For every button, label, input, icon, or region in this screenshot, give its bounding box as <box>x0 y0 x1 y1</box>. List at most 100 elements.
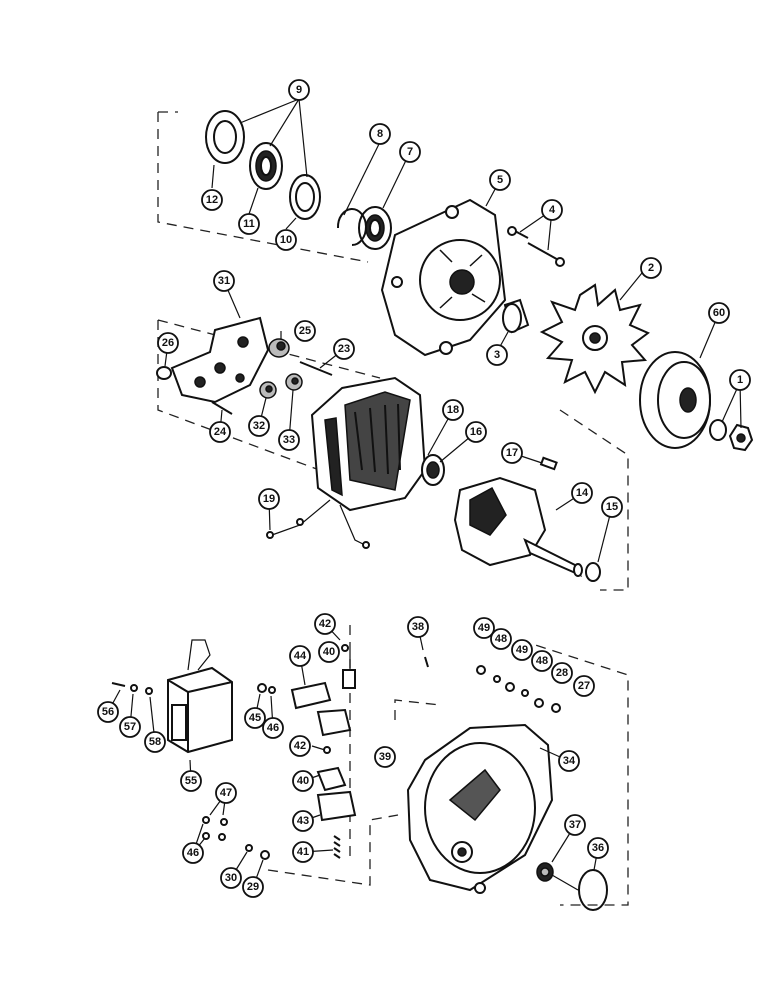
svg-text:26: 26 <box>162 337 174 349</box>
callout-58: 58 <box>144 731 166 753</box>
svg-text:31: 31 <box>218 275 230 287</box>
svg-text:41: 41 <box>297 846 309 858</box>
callout-42: 42 <box>289 735 311 757</box>
svg-text:7: 7 <box>407 146 413 158</box>
fan-2 <box>539 283 650 395</box>
callout-27: 27 <box>573 675 595 697</box>
svg-text:18: 18 <box>447 404 459 416</box>
svg-text:57: 57 <box>124 721 136 733</box>
callout-24: 24 <box>209 421 231 443</box>
svg-text:32: 32 <box>253 420 265 432</box>
callout-34: 34 <box>558 750 580 772</box>
svg-text:24: 24 <box>214 426 227 438</box>
svg-text:38: 38 <box>412 621 424 633</box>
svg-text:48: 48 <box>495 633 507 645</box>
screw-23 <box>299 361 333 376</box>
callout-3: 3 <box>486 344 508 366</box>
callout-8: 8 <box>369 123 391 145</box>
callout-37: 37 <box>564 814 586 836</box>
callout-1: 1 <box>729 369 751 391</box>
callout-10: 10 <box>275 229 297 251</box>
callout-5: 5 <box>489 169 511 191</box>
callout-9: 9 <box>288 79 310 101</box>
svg-text:19: 19 <box>263 493 275 505</box>
svg-text:16: 16 <box>470 426 482 438</box>
callout-55: 55 <box>180 770 202 792</box>
drive-end-frame <box>380 198 507 357</box>
svg-text:15: 15 <box>606 501 618 513</box>
washer-10 <box>289 174 321 220</box>
callout-32: 32 <box>248 415 270 437</box>
callout-49: 49 <box>511 639 533 661</box>
callout-38: 38 <box>407 616 429 638</box>
callout-47: 47 <box>215 782 237 804</box>
svg-text:40: 40 <box>323 646 335 658</box>
diodes <box>259 338 303 399</box>
stator <box>266 376 427 549</box>
bearing-16 <box>421 454 445 486</box>
callout-33: 33 <box>278 429 300 451</box>
callout-40: 40 <box>318 641 340 663</box>
svg-text:10: 10 <box>280 234 292 246</box>
end-frame-outline <box>267 625 629 906</box>
svg-text:23: 23 <box>338 343 350 355</box>
callout-26: 26 <box>157 332 179 354</box>
callout-19: 19 <box>258 488 280 510</box>
callout-48: 48 <box>531 650 553 672</box>
svg-text:14: 14 <box>576 487 589 499</box>
slip-ring-end-frame-34 <box>406 723 554 894</box>
svg-text:43: 43 <box>297 815 309 827</box>
callout-14: 14 <box>571 482 593 504</box>
spacer-3 <box>502 298 530 334</box>
callout-56: 56 <box>97 701 119 723</box>
callout-31: 31 <box>213 270 235 292</box>
callout-40: 40 <box>292 770 314 792</box>
svg-text:17: 17 <box>506 447 518 459</box>
callout-46: 46 <box>182 842 204 864</box>
svg-text:27: 27 <box>578 680 590 692</box>
pulley-60 <box>639 351 711 449</box>
regulator-55 <box>167 639 233 754</box>
callout-57: 57 <box>119 716 141 738</box>
callout-49: 49 <box>473 617 495 639</box>
callout-25: 25 <box>294 320 316 342</box>
callout-4: 4 <box>541 199 563 221</box>
callout-39: 39 <box>374 746 396 768</box>
svg-text:25: 25 <box>299 325 311 337</box>
callout-42: 42 <box>314 613 336 635</box>
callout-18: 18 <box>442 399 464 421</box>
svg-text:42: 42 <box>294 740 306 752</box>
svg-text:37: 37 <box>569 819 581 831</box>
svg-text:34: 34 <box>563 755 576 767</box>
svg-text:49: 49 <box>516 644 528 656</box>
callout-48: 48 <box>490 628 512 650</box>
rectifier-plate-31 <box>170 316 270 404</box>
svg-text:46: 46 <box>267 722 279 734</box>
callout-36: 36 <box>587 837 609 859</box>
o-ring-36 <box>578 869 608 911</box>
svg-text:47: 47 <box>220 787 232 799</box>
svg-text:4: 4 <box>549 204 556 216</box>
screw-24 <box>211 401 233 415</box>
callout-11: 11 <box>238 213 260 235</box>
svg-text:55: 55 <box>185 775 197 787</box>
svg-text:11: 11 <box>243 218 255 230</box>
key-17 <box>539 456 558 471</box>
svg-text:49: 49 <box>478 622 490 634</box>
callout-2: 2 <box>640 257 662 279</box>
callout-29: 29 <box>242 876 264 898</box>
callout-15: 15 <box>601 496 623 518</box>
svg-text:45: 45 <box>249 712 261 724</box>
callout-46: 46 <box>262 717 284 739</box>
callout-12: 12 <box>201 189 223 211</box>
o-ring-36-link <box>551 874 579 891</box>
svg-text:8: 8 <box>377 128 383 140</box>
svg-text:5: 5 <box>497 174 503 186</box>
rotor-14 <box>453 476 583 578</box>
svg-text:3: 3 <box>494 349 500 361</box>
callout-16: 16 <box>465 421 487 443</box>
svg-text:60: 60 <box>713 307 725 319</box>
nut-washer-1 <box>709 419 754 452</box>
svg-text:30: 30 <box>225 872 237 884</box>
svg-text:33: 33 <box>283 434 295 446</box>
